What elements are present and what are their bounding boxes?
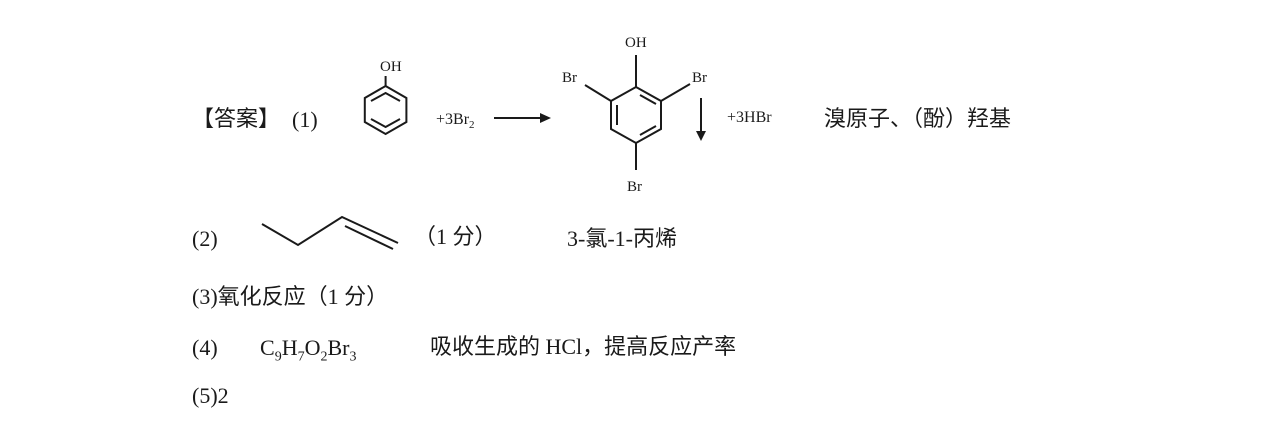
q4-number: (4)	[192, 335, 218, 360]
reagent-text: +3Br2	[436, 111, 475, 132]
q2-number: (2)	[192, 226, 218, 251]
product-oh-label: OH	[625, 35, 647, 51]
q1-number: (1)	[292, 107, 318, 132]
answer-label: 【答案】	[192, 106, 281, 131]
br-right-label: Br	[692, 70, 707, 86]
reagent-subscript: 2	[469, 119, 475, 132]
q2-compound-name: 3-氯-1-丙烯	[567, 226, 677, 251]
q4-explanation: 吸收生成的 HCl，提高反应产率	[430, 334, 737, 359]
br-bottom-label: Br	[627, 179, 642, 195]
q2-score: （1 分）	[414, 224, 497, 249]
br-left-label: Br	[562, 70, 577, 86]
functional-groups-text: 溴原子、（酚）羟基	[824, 106, 1012, 131]
byproduct-text: +3HBr	[727, 109, 772, 126]
q5-answer: (5)2	[192, 383, 229, 408]
molecular-formula: C9H7O2Br3	[260, 335, 357, 365]
phenol-oh-label: OH	[380, 59, 402, 75]
q3-answer: (3)氧化反应（1 分）	[192, 284, 389, 309]
